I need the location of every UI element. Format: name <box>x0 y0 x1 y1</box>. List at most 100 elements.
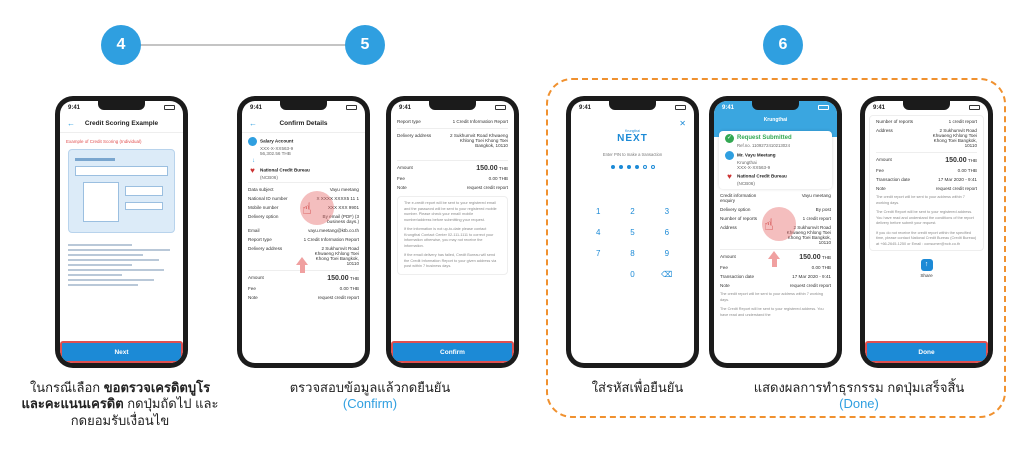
step-connector-4-5 <box>140 44 360 46</box>
key-empty <box>581 270 615 279</box>
check-icon: ✓ <box>725 134 734 143</box>
bank-account-icon <box>725 151 734 160</box>
key-2[interactable]: 2 <box>630 207 635 216</box>
pointing-hand-icon: ☝ <box>302 201 312 218</box>
key-4[interactable]: 4 <box>595 228 601 237</box>
step-6-frame <box>546 78 1006 418</box>
backspace-icon[interactable]: ⌫ <box>661 270 673 279</box>
pin-dots <box>571 165 694 169</box>
pin-keypad: 1 2 3 4 5 6 7 8 9 0 ⌫ <box>571 207 694 279</box>
phone-request-submitted: 9:41 Krungthai ✓Request Submitted Ref.no… <box>709 96 842 368</box>
delivery-note: If you do not receive the credit report … <box>876 230 977 246</box>
step-4-badge: 4 <box>101 25 141 65</box>
share-button[interactable]: ↑ Share <box>920 259 933 278</box>
confirm-button[interactable]: Confirm <box>391 341 514 363</box>
bureau-logo-icon: ♥ <box>250 166 255 175</box>
pin-prompt: Enter PIN to make a transaction <box>602 152 663 157</box>
key-8[interactable]: 8 <box>630 249 635 258</box>
key-7[interactable]: 7 <box>595 249 601 258</box>
example-subtitle: Example of Credit Scoring (Individual) <box>66 139 142 144</box>
krungthai-next-logo: Krungthai NEXT <box>617 129 648 144</box>
bank-account-icon <box>248 137 257 146</box>
phone-pin-entry: 9:41 ✕ Krungthai NEXT Enter PIN to make … <box>566 96 699 368</box>
caption-pin: ใส่รหัสเพื่อยืนยัน <box>591 380 684 395</box>
terms-text-block <box>60 235 183 295</box>
disclaimer-text: The e-credit report will be sent to your… <box>404 201 497 222</box>
disclaimer-box: The e-credit report will be sent to your… <box>397 196 508 275</box>
bureau-logo-icon: ♥ <box>727 172 732 181</box>
pointing-hand-icon: ☝ <box>764 217 774 234</box>
credit-score-sample-image <box>68 149 175 233</box>
key-1[interactable]: 1 <box>595 207 601 216</box>
next-button[interactable]: Next <box>60 341 183 363</box>
delivery-note: The credit report will be sent to your a… <box>876 195 965 205</box>
delivery-note: The Credit Report will be sent to your r… <box>876 210 974 225</box>
done-button[interactable]: Done <box>865 341 988 363</box>
caption-step-5: ตรวจสอบข้อมูลแล้วกดยืนยัน (Confirm) <box>289 380 451 412</box>
key-0[interactable]: 0 <box>630 270 635 279</box>
back-arrow-icon[interactable]: ← <box>67 119 75 128</box>
step-6-badge: 6 <box>763 25 803 65</box>
tap-indicator <box>300 191 334 225</box>
share-icon: ↑ <box>920 259 933 271</box>
phone-credit-scoring: 9:41 ←Credit Scoring Example Example of … <box>55 96 188 368</box>
tap-indicator <box>762 207 796 241</box>
scroll-up-arrow-icon <box>768 251 780 259</box>
disclaimer-text: If the email delivery has failed, Credit… <box>404 253 497 268</box>
key-6[interactable]: 6 <box>664 228 670 237</box>
caption-step-6: แสดงผลการทำธุรกรรม กดปุ่มเสร็จสิ้น (Done… <box>753 380 965 412</box>
key-9[interactable]: 9 <box>664 249 670 258</box>
reference-number: Ref.no. 1109272410213024 <box>737 143 790 148</box>
delivery-note: The credit report will be sent to your a… <box>720 292 823 302</box>
delivery-note: The Credit Report will be sent to your r… <box>720 307 824 317</box>
screen-title: Credit Scoring Example <box>84 120 159 127</box>
back-arrow-icon[interactable]: ← <box>249 119 257 128</box>
disclaimer-text: If the information is not up-to-date ple… <box>404 227 494 248</box>
bank-logo: Krungthai <box>763 117 788 123</box>
key-3[interactable]: 3 <box>664 207 670 216</box>
step-5-badge: 5 <box>345 25 385 65</box>
from-account: Mr. Vayu Meetang Krungthai XXX-X-XX563-9 <box>719 148 832 170</box>
close-icon[interactable]: ✕ <box>679 119 686 128</box>
down-arrow-icon: ↓ <box>252 158 255 164</box>
status-text: Request Submitted <box>737 135 792 141</box>
screen-title: Confirm Details <box>279 120 328 127</box>
to-bureau: ♥National Credit Bureau (NCB06) <box>719 170 832 186</box>
receipt-card: ✓Request Submitted Ref.no. 1109272410213… <box>719 131 832 189</box>
key-5[interactable]: 5 <box>630 228 635 237</box>
to-bureau: ♥National Credit Bureau (NCB06) <box>242 166 365 180</box>
scroll-up-arrow-icon <box>296 257 308 265</box>
